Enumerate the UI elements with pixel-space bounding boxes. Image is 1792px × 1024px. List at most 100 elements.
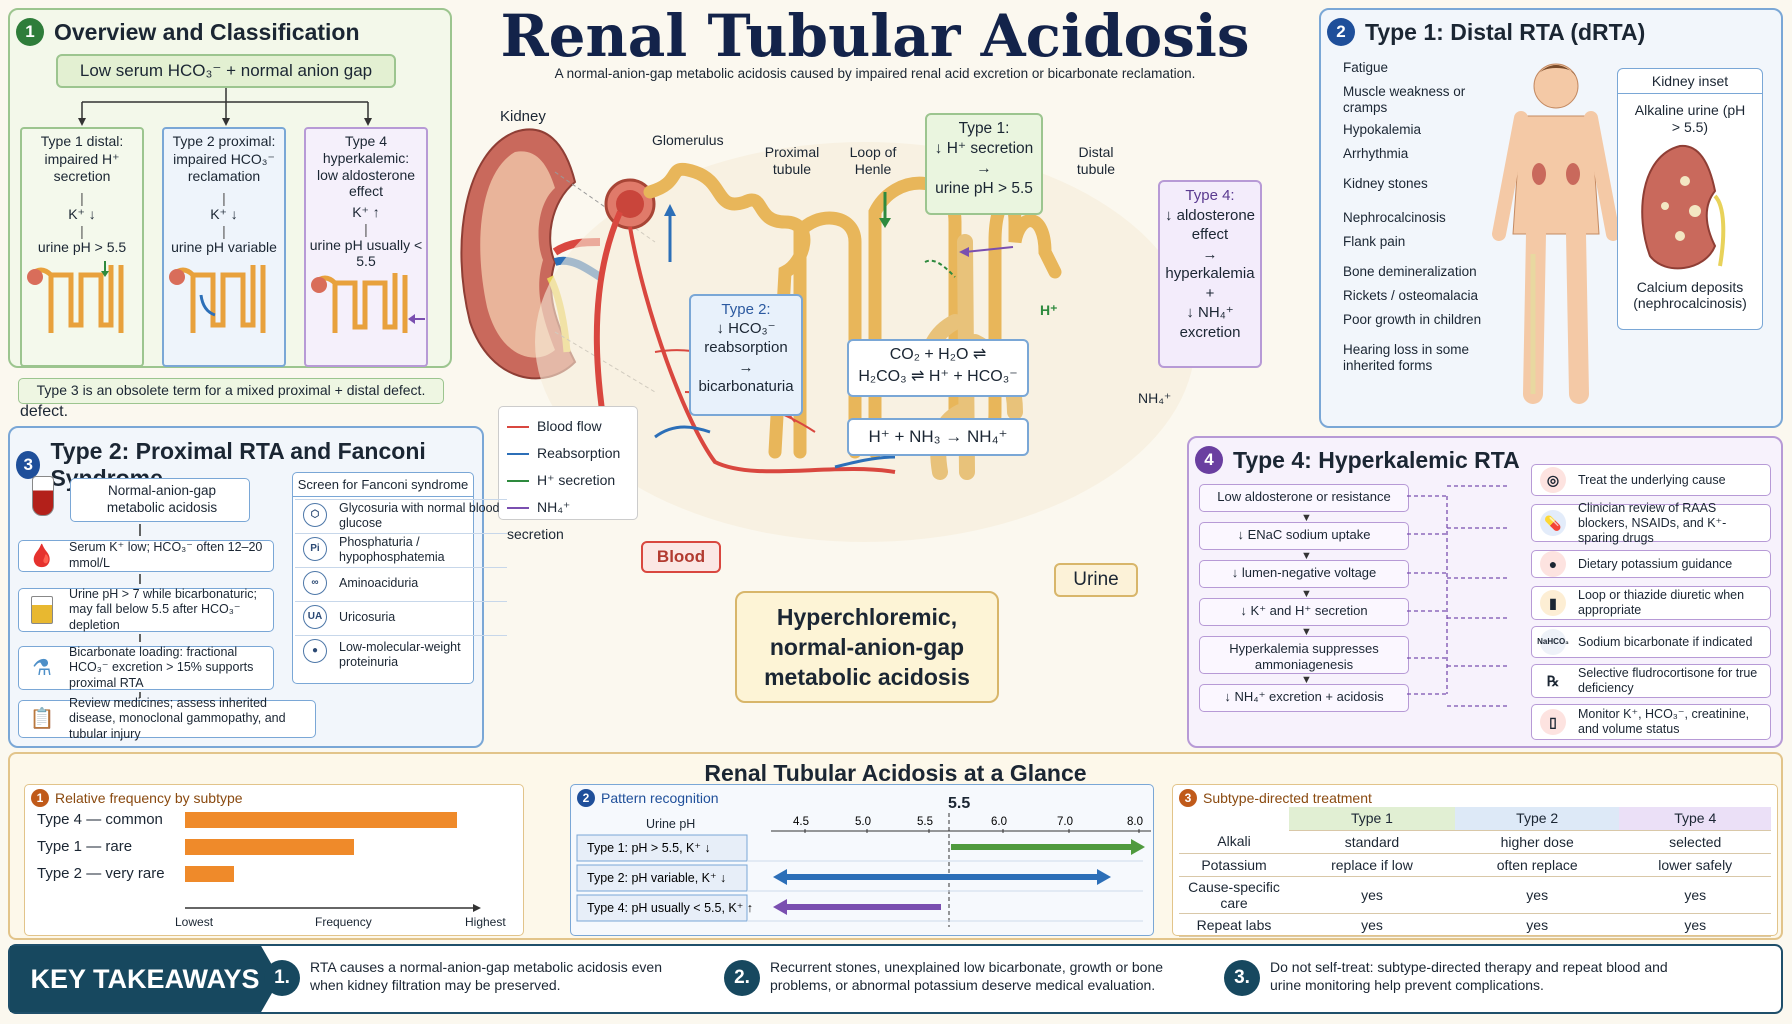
- col-type4: Type 4: [1619, 807, 1771, 831]
- type4-defect-l5: hyperkalemia: [1165, 265, 1255, 282]
- pattern-axis-label: Urine pH: [646, 817, 696, 831]
- flow-down-arrow: ▼: [1301, 626, 1312, 638]
- takeaways-title: KEY TAKEAWAYS: [10, 946, 280, 1012]
- type1-tubule-icon: [27, 260, 124, 333]
- type2-defect-l4: →: [738, 358, 754, 376]
- blood-drop-icon: 🩸: [28, 543, 56, 569]
- flow-down-arrow: ▼: [1301, 674, 1312, 686]
- treatment-cell: selected: [1619, 830, 1771, 854]
- type2-panel: 3 Type 2: Proximal RTA and Fanconi Syndro…: [8, 426, 507, 748]
- freq-row-label: Type 2 — very rare: [37, 865, 165, 882]
- pattern-row-label: Type 4: pH usually < 5.5, K⁺ ↑: [587, 901, 753, 915]
- treatment-label: Loop or thiazide diuretic when appropria…: [1578, 588, 1745, 617]
- pattern-number: 2: [577, 789, 595, 807]
- symptom-item: Rickets / osteomalacia: [1343, 288, 1479, 303]
- type2-flow-step-4: ⚗Bicarbonate loading: fractional HCO₃⁻ e…: [18, 645, 274, 690]
- symptom-item: Hearing loss in some inherited forms: [1343, 342, 1470, 374]
- treatment-label: Selective fludrocortisone for true defic…: [1578, 666, 1758, 695]
- type2-defect-l3: reabsorption: [704, 339, 788, 357]
- type2-panel-number: 3: [16, 451, 41, 479]
- flask-icon: ⚗: [32, 655, 52, 681]
- type2-card-name: Type 2 proximal: impaired HCO₃⁻ reclamat…: [172, 133, 276, 184]
- freq-bar: [185, 866, 234, 882]
- treatment-row-name: Alkali: [1179, 830, 1289, 854]
- freq-title: Relative frequency by subtype: [55, 790, 243, 806]
- type4-treatment-item: ●Dietary potassium guidance: [1531, 550, 1771, 578]
- type4-treatment-item: ▯Monitor K⁺, HCO₃⁻, creatinine, and volu…: [1531, 704, 1771, 740]
- freq-row-label: Type 4 — common: [37, 811, 163, 828]
- type4-card-k: K⁺ ↑: [352, 204, 380, 221]
- symptom-item: Fatigue: [1343, 60, 1389, 75]
- type4-panel-number: 4: [1195, 446, 1223, 474]
- treatment-icon: NaHCO₃: [1537, 629, 1569, 655]
- freq-axis-high: Highest: [465, 915, 506, 929]
- legend-h-secretion: H⁺ secretion: [507, 467, 629, 494]
- takeaway-text: RTA causes a normal-anion-gap metabolic …: [310, 959, 663, 994]
- type1-defect-l2: ↓ H⁺ secretion: [934, 140, 1034, 158]
- kidney-inset: Kidney inset Alkaline urine (pH > 5.5) C…: [1617, 68, 1763, 330]
- body-figure: [1492, 63, 1620, 404]
- fanconi-item-icon: ●: [303, 639, 327, 663]
- overview-title: Overview and Classification: [54, 18, 360, 45]
- type4-defect-l1: Type 4:: [1185, 187, 1235, 204]
- type1-defect-l1: Type 1:: [958, 120, 1010, 137]
- type2-card-ph: urine pH variable: [171, 238, 277, 255]
- type2-panel-title: Type 2: Proximal RTA and Fanconi Syndrom…: [50, 438, 426, 491]
- type2-flow-step-3: Urine pH > 7 while bicarbonaturic; may f…: [18, 587, 274, 632]
- freq-row-label: Type 1 — rare: [37, 838, 133, 855]
- pattern-title: Pattern recognition: [601, 790, 719, 806]
- treatment-label: Clinician review of RAAS blockers, NSAID…: [1578, 500, 1727, 545]
- overview-type2-card: Type 2 proximal: impaired HCO₃⁻ reclamat…: [162, 127, 286, 367]
- ammonium-equation-box: H⁺ + NH₃ → NH₄⁺: [847, 418, 1029, 456]
- type2-flow-arrows: [139, 524, 141, 698]
- takeaways-bar: KEY TAKEAWAYS 1.RTA causes a normal-anio…: [8, 944, 1783, 1014]
- flow-down-arrow: ▼: [1301, 550, 1312, 562]
- blood-label: Blood: [641, 541, 721, 573]
- legend-reabsorption: Reabsorption: [507, 440, 629, 467]
- treatment-label: Dietary potassium guidance: [1578, 556, 1733, 571]
- pattern-arrowhead: [1097, 869, 1111, 885]
- treatment-cell: yes: [1619, 876, 1771, 914]
- takeaway-text: Recurrent stones, unexplained low bicarb…: [770, 959, 1164, 994]
- treatment-label: Treat the underlying cause: [1578, 472, 1726, 487]
- symptom-item: Nephrocalcinosis: [1343, 210, 1446, 225]
- type4-defect-l6: +: [1205, 284, 1215, 302]
- type4-flow-step: ↓ lumen-negative voltage: [1199, 560, 1409, 588]
- treatment-row-name: Potassium: [1179, 853, 1289, 877]
- freq-bar: [185, 839, 354, 855]
- type4-treatment-item: 💊Clinician review of RAAS blockers, NSAI…: [1531, 501, 1771, 545]
- page-subtitle: A normal-anion-gap metabolic acidosis ca…: [554, 66, 1196, 81]
- symptom-item: Hypokalemia: [1343, 122, 1422, 137]
- blood-tube-icon: [32, 476, 54, 516]
- fanconi-title: Screen for Fanconi syndrome: [293, 473, 473, 497]
- fanconi-item: ⬡Glycosuria with normal blood glucose: [295, 499, 507, 531]
- legend-box: Blood flow Reabsorption H⁺ secretion NH₄…: [498, 406, 638, 542]
- type4-treatment-item: ℞Selective fludrocortisone for true defi…: [1531, 664, 1771, 698]
- treatment-cell: yes: [1289, 876, 1455, 914]
- takeaway-text: Do not self-treat: subtype-directed ther…: [1270, 959, 1668, 994]
- pattern-row-label: Type 2: pH variable, K⁺ ↓: [587, 871, 726, 885]
- pattern-marker-label: 5.5: [948, 795, 971, 812]
- fanconi-box: Screen for Fanconi syndrome ⬡Glycosuria …: [292, 472, 507, 684]
- type4-flow-step: Low aldosterone or resistance: [1199, 484, 1409, 512]
- takeaway-number: 2.: [724, 960, 760, 996]
- pattern-tick-label: 7.0: [1057, 816, 1073, 828]
- freq-axis: [185, 904, 481, 912]
- treatment-label: Sodium bicarbonate if indicated: [1578, 634, 1753, 649]
- fanconi-item-label: Phosphaturia / hypophosphatemia: [339, 535, 445, 564]
- type1-defect-l3: →: [976, 160, 992, 178]
- type2-tubule-icon: [169, 264, 266, 333]
- type1-card-name: Type 1 distal: impaired H⁺ secretion: [40, 133, 124, 184]
- urine-cup-icon: [27, 595, 57, 625]
- loop-henle-label: Loop of Henle: [849, 144, 897, 177]
- freq-axis-mid: Frequency: [315, 915, 372, 929]
